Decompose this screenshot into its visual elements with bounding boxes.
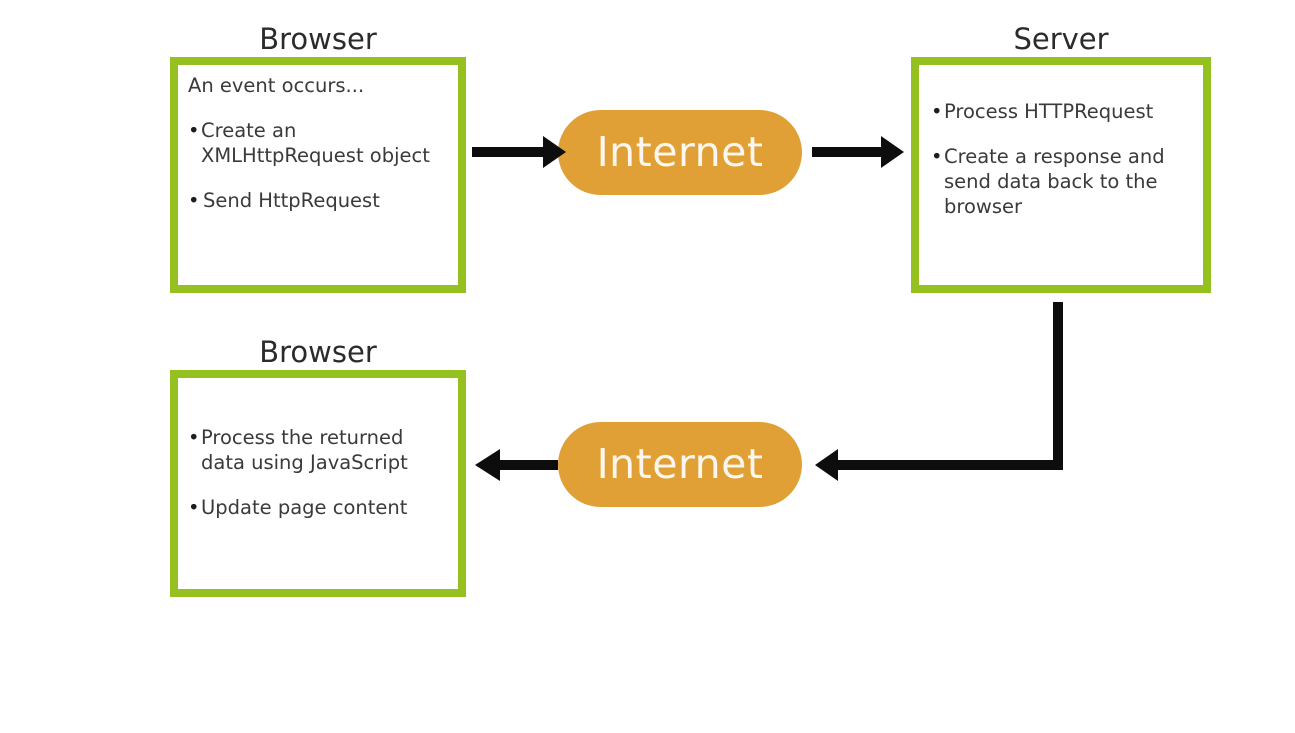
browser-bottom-bullet-1: Process the returned data using JavaScri… bbox=[188, 425, 450, 475]
browser-top-box: An event occurs... Create an XMLHttpRequ… bbox=[170, 57, 466, 293]
browser-top-title: Browser bbox=[259, 22, 377, 56]
internet-node-top: Internet bbox=[558, 110, 802, 195]
server-box: Process HTTPRequest Create a response an… bbox=[911, 57, 1211, 293]
arrow-internet-top-to-server-icon bbox=[812, 136, 904, 168]
arrow-internet-bottom-to-browser-icon bbox=[475, 449, 558, 481]
browser-top-content: An event occurs... Create an XMLHttpRequ… bbox=[188, 73, 450, 233]
arrow-server-to-internet-bottom-icon bbox=[815, 302, 1063, 481]
server-bullet-1: Process HTTPRequest bbox=[931, 99, 1195, 124]
internet-top-label: Internet bbox=[596, 128, 764, 176]
browser-top-heading: An event occurs... bbox=[188, 74, 365, 97]
arrow-browser-to-internet-top-icon bbox=[472, 136, 566, 168]
browser-bottom-title: Browser bbox=[259, 335, 377, 369]
browser-bottom-bullet-2: Update page content bbox=[188, 495, 450, 520]
browser-bottom-box: Process the returned data using JavaScri… bbox=[170, 370, 466, 597]
server-title: Server bbox=[1013, 22, 1109, 56]
server-content: Process HTTPRequest Create a response an… bbox=[931, 99, 1195, 239]
server-bullet-2: Create a response and send data back to … bbox=[931, 144, 1195, 219]
browser-bottom-content: Process the returned data using JavaScri… bbox=[188, 425, 450, 540]
internet-bottom-label: Internet bbox=[596, 440, 764, 488]
browser-top-bullet-1: Create an XMLHttpRequest object bbox=[188, 118, 450, 168]
internet-node-bottom: Internet bbox=[558, 422, 802, 507]
browser-top-bullet-2: Send HttpRequest bbox=[188, 188, 450, 213]
